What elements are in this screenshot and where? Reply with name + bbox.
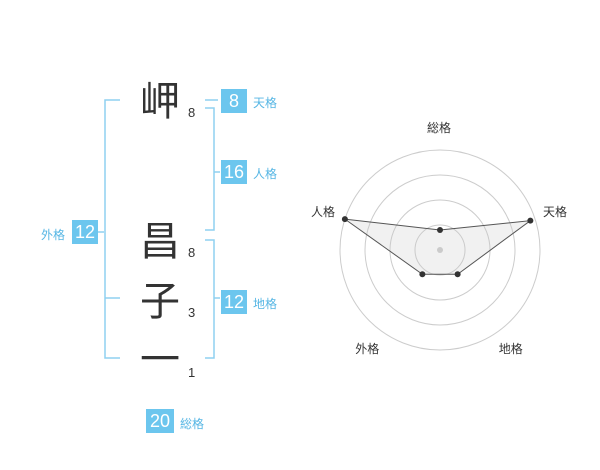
soukaku-value: 20 xyxy=(146,409,174,433)
gaikaku-value: 12 xyxy=(72,220,98,244)
radar-ring xyxy=(339,149,541,351)
radar-point-3 xyxy=(454,271,461,278)
name-char-2: 昌 xyxy=(140,219,180,265)
radar-axis-label-2: 天格 xyxy=(543,205,568,220)
jinkaku-value: 16 xyxy=(221,160,247,184)
chikaku-bracket xyxy=(205,239,215,359)
chikaku-value: 12 xyxy=(221,290,247,314)
radar-point-2 xyxy=(527,217,534,224)
radar-ring xyxy=(364,174,516,326)
radar-ring xyxy=(414,224,466,276)
gaikaku-label: 外格 xyxy=(41,228,66,242)
gaikaku-bracket xyxy=(104,99,120,359)
name-char-4: 一 xyxy=(140,337,180,383)
name-char-3: 子 xyxy=(140,279,180,325)
radar-axis-label-4: 外格 xyxy=(355,341,380,356)
radar-point-5 xyxy=(341,216,348,223)
jinkaku-bracket xyxy=(205,107,215,231)
jinkaku-label: 人格 xyxy=(253,167,278,181)
soukaku-label: 総格 xyxy=(180,417,205,431)
radar-axis-label-3: 地格 xyxy=(498,341,523,356)
tenkaku-value: 8 xyxy=(221,89,247,113)
name-char-4-strokes: 1 xyxy=(188,365,196,380)
tenkaku-label: 天格 xyxy=(253,96,278,110)
radar-point-4 xyxy=(419,271,426,278)
radar-axis-label-1: 総格 xyxy=(427,121,452,135)
chikaku-label: 地格 xyxy=(253,297,278,311)
name-char-1-strokes: 8 xyxy=(188,105,196,120)
radar-series xyxy=(344,218,533,275)
radar-center xyxy=(437,247,443,253)
name-char-3-strokes: 3 xyxy=(188,305,196,320)
name-char-1: 岬 xyxy=(140,79,180,125)
radar-axis-label-5: 人格 xyxy=(310,205,335,220)
name-char-2-strokes: 8 xyxy=(188,245,196,260)
radar-point-1 xyxy=(437,227,443,233)
